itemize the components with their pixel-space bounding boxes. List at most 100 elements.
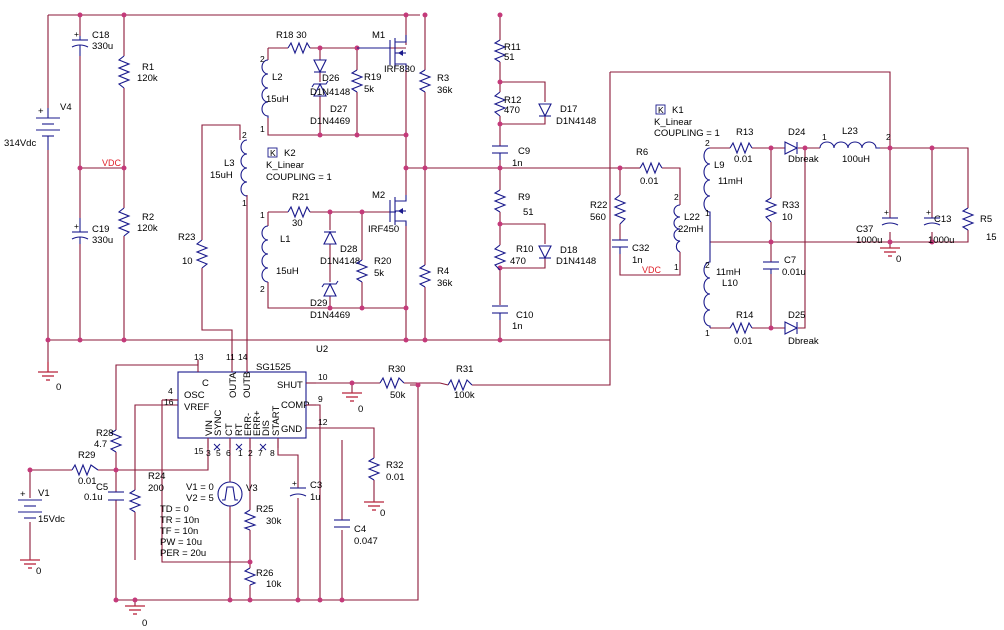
k2-coupling: K K2 K_Linear COUPLING = 1 xyxy=(266,147,332,183)
r24-name: R24 xyxy=(148,471,165,482)
ground-control: 0 xyxy=(125,605,147,629)
m2-part: IRF450 xyxy=(368,224,399,235)
ground-v1: 0 xyxy=(20,559,41,577)
d18-diode: D18 D1N4148 xyxy=(538,245,596,267)
d24-value: Dbreak xyxy=(788,154,819,165)
v4-value: 314Vdc xyxy=(4,138,36,149)
ic-pin-vref: VREF xyxy=(184,402,210,413)
ic-pin-sync: SYNC xyxy=(213,409,224,436)
d27-name: D27 xyxy=(330,104,347,115)
r4-value: 36k xyxy=(437,278,453,289)
r4-name: R4 xyxy=(437,266,449,277)
r13-value: 0.01 xyxy=(734,154,753,165)
svg-text:K: K xyxy=(270,148,276,158)
junctions xyxy=(27,12,935,603)
ic-pin-shut: SHUT xyxy=(277,380,303,391)
c7-capacitor: C7 0.01u xyxy=(763,255,806,278)
r24-resistor: R24 200 xyxy=(128,471,165,513)
sg1525-ic: U2 SG1525 OSC VREF C OUTA OUTB SHUT COMP… xyxy=(164,344,328,458)
r31-value: 100k xyxy=(454,390,475,401)
l1-inductor: 1 2 L1 15uH xyxy=(260,210,299,294)
c4-capacitor: C4 0.047 xyxy=(334,519,378,547)
r29-name: R29 xyxy=(78,450,95,461)
r28-name: R28 xyxy=(96,428,113,439)
r12-resistor: R12 470 xyxy=(493,91,521,117)
svg-text:2: 2 xyxy=(705,260,710,270)
r32-resistor: R32 0.01 xyxy=(367,457,405,483)
r3-resistor: R3 36k xyxy=(418,69,453,96)
ground-label: 0 xyxy=(358,404,363,415)
svg-text:+: + xyxy=(20,489,26,500)
svg-text:3: 3 xyxy=(206,448,211,458)
r26-value: 10k xyxy=(266,579,282,590)
r3-value: 36k xyxy=(437,85,453,96)
r23-name: R23 xyxy=(178,232,195,243)
v4-name: V4 xyxy=(60,102,72,113)
r20-name: R20 xyxy=(374,256,391,267)
c32-value: 1n xyxy=(632,255,643,266)
r10-name: R10 xyxy=(516,244,533,255)
svg-text:1: 1 xyxy=(822,132,827,142)
r28-resistor: R28 4.7 xyxy=(94,428,123,453)
svg-text:15: 15 xyxy=(194,446,204,456)
r25-name: R25 xyxy=(256,504,273,515)
r20-value: 5k xyxy=(374,268,384,279)
v3-param-per: PER = 20u xyxy=(160,548,206,559)
l9-value: 11mH xyxy=(718,176,743,187)
l22-value: 22mH xyxy=(678,224,703,235)
svg-text:+: + xyxy=(74,29,79,39)
ic-pin-comp: COMP xyxy=(281,400,310,411)
r33-value: 10 xyxy=(782,212,793,223)
d25-name: D25 xyxy=(788,310,805,321)
l22-inductor: 2 1 L22 22mH xyxy=(673,192,703,272)
r6-value: 0.01 xyxy=(640,176,659,187)
l22-name: L22 xyxy=(684,212,700,223)
r4-resistor: R4 36k xyxy=(418,264,453,289)
d26-diode: D26 xyxy=(313,59,339,84)
r25-resistor: R25 30k xyxy=(243,504,282,531)
d24-diode: D24 Dbreak xyxy=(784,127,819,165)
k1-coupling-value: COUPLING = 1 xyxy=(654,128,720,139)
c18-capacitor: + C18 330u xyxy=(71,29,113,56)
r12-value: 470 xyxy=(504,105,520,116)
r19-name: R19 xyxy=(364,72,381,83)
r14-value: 0.01 xyxy=(734,336,753,347)
svg-text:+: + xyxy=(74,221,79,231)
ic-pin-dis: DIS xyxy=(261,420,272,436)
r11-name: R11 xyxy=(504,42,521,53)
r9-name: R9 xyxy=(518,192,530,203)
c5-name: C5 xyxy=(96,482,108,493)
ground-main: 0 xyxy=(38,362,61,393)
c3-name: C3 xyxy=(310,480,322,491)
svg-text:1: 1 xyxy=(260,124,265,134)
r23-value: 10 xyxy=(182,256,193,267)
r26-resistor: R26 10k xyxy=(243,567,282,590)
c9-value: 1n xyxy=(512,158,523,169)
r33-name: R33 xyxy=(782,200,799,211)
c4-name: C4 xyxy=(354,524,366,535)
d17-name: D17 xyxy=(560,104,577,115)
c3-value: 1u xyxy=(310,492,321,503)
r30-value: 50k xyxy=(390,390,406,401)
ground-label: 0 xyxy=(896,254,901,265)
svg-text:K: K xyxy=(658,105,664,115)
m1-name: M1 xyxy=(372,30,385,41)
l2-inductor: 2 1 L2 15uH xyxy=(260,54,289,134)
k1-model: K_Linear xyxy=(654,117,692,128)
c10-name: C10 xyxy=(516,310,533,321)
svg-text:2: 2 xyxy=(886,132,891,142)
l9-name: L9 xyxy=(714,160,725,171)
l10-value: 11mH xyxy=(716,267,741,278)
ground-label: 0 xyxy=(36,566,41,577)
svg-text:+: + xyxy=(884,207,889,217)
r5-value: 15 xyxy=(986,232,997,243)
ic-part: SG1525 xyxy=(256,362,291,373)
r1-name: R1 xyxy=(142,62,154,73)
r2-name: R2 xyxy=(142,212,154,223)
ground-label: 0 xyxy=(56,382,61,393)
ic-pin-gnd: GND xyxy=(281,424,302,435)
svg-text:1: 1 xyxy=(238,448,243,458)
r21-value: 30 xyxy=(292,218,303,229)
svg-text:2: 2 xyxy=(674,192,679,202)
